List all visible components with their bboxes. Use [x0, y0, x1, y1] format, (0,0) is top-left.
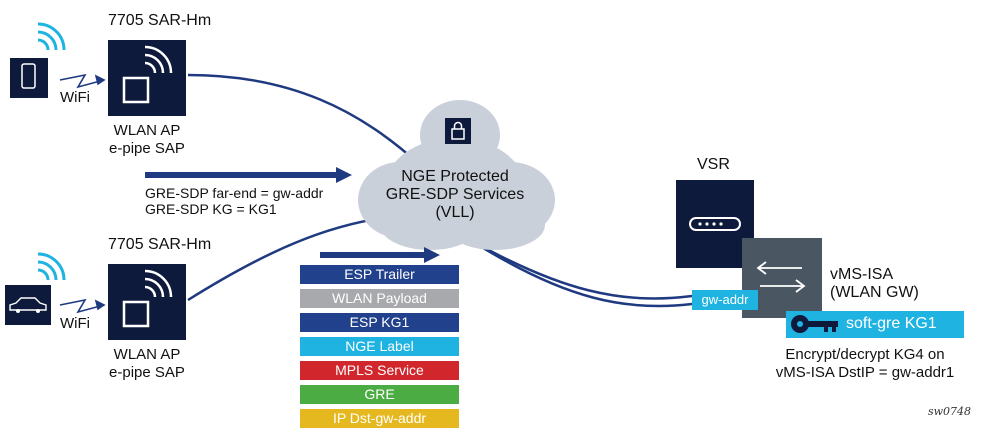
- wifi-link-top: [59, 73, 106, 89]
- packet-stack-row: ESP Trailer: [300, 265, 459, 284]
- packet-stack-row: NGE Label: [300, 337, 459, 356]
- wireless-ap-icon: [108, 40, 186, 116]
- phone-icon: [10, 58, 48, 98]
- gw-addr-label: gw-addr: [701, 292, 749, 307]
- cloud-label-3: (VLL): [435, 204, 475, 221]
- vsr-title: VSR: [697, 156, 730, 173]
- packet-stack-row: GRE: [300, 385, 459, 404]
- cloud-shape: [358, 100, 555, 250]
- site-top-wifi-label: WiFi: [60, 89, 90, 106]
- note-line-1: Encrypt/decrypt KG4 on: [785, 346, 945, 363]
- wifi-signal-icon: [37, 22, 66, 51]
- vms-isa-label-1: vMS-ISA: [830, 266, 894, 283]
- site-bottom-title: 7705 SAR-Hm: [108, 236, 212, 253]
- packet-stack-row: WLAN Payload: [300, 289, 459, 308]
- cloud-label-1: NGE Protected: [401, 168, 509, 185]
- key-label: soft-gre KG1: [846, 315, 937, 332]
- lock-icon: [445, 118, 471, 144]
- site-bottom-device-label-1: WLAN AP: [113, 346, 181, 363]
- key-icon: [791, 315, 838, 333]
- link-top-ap-to-cloud: [187, 73, 421, 166]
- packet-stack-row: MPLS Service: [300, 361, 459, 380]
- gw-addr-tag: [692, 290, 758, 310]
- site-top-device-label-1: WLAN AP: [113, 122, 181, 139]
- wifi-link-bottom: [59, 298, 106, 314]
- site-top-device-label-2: e-pipe SAP: [109, 140, 185, 157]
- arrow-packet: [320, 247, 440, 263]
- link-cloud-to-gw-upper: [469, 238, 693, 300]
- vms-isa-label-2: (WLAN GW): [830, 284, 919, 301]
- sdp-config-line-2: GRE-SDP KG = KG1: [145, 201, 277, 217]
- site-bottom-wifi-label: WiFi: [60, 315, 90, 332]
- note-line-2: vMS-ISA DstIP = gw-addr1: [775, 364, 955, 381]
- router-icon: [676, 180, 754, 268]
- cloud-label-2: GRE-SDP Services: [385, 186, 525, 203]
- site-bottom-device-label-2: e-pipe SAP: [109, 364, 185, 381]
- car-icon: [5, 285, 51, 325]
- arrow-sdp: [145, 167, 352, 183]
- wifi-signal-icon: [37, 252, 66, 281]
- packet-stack-row: ESP KG1: [300, 313, 459, 332]
- wireless-ap-icon: [108, 264, 186, 340]
- link-cloud-to-gw-lower: [479, 244, 693, 308]
- figure-tag: sw0748: [928, 405, 972, 418]
- sdp-config-line-1: GRE-SDP far-end = gw-addr: [145, 185, 324, 201]
- site-top-title: 7705 SAR-Hm: [108, 12, 212, 29]
- packet-stack-row: IP Dst-gw-addr: [300, 409, 459, 428]
